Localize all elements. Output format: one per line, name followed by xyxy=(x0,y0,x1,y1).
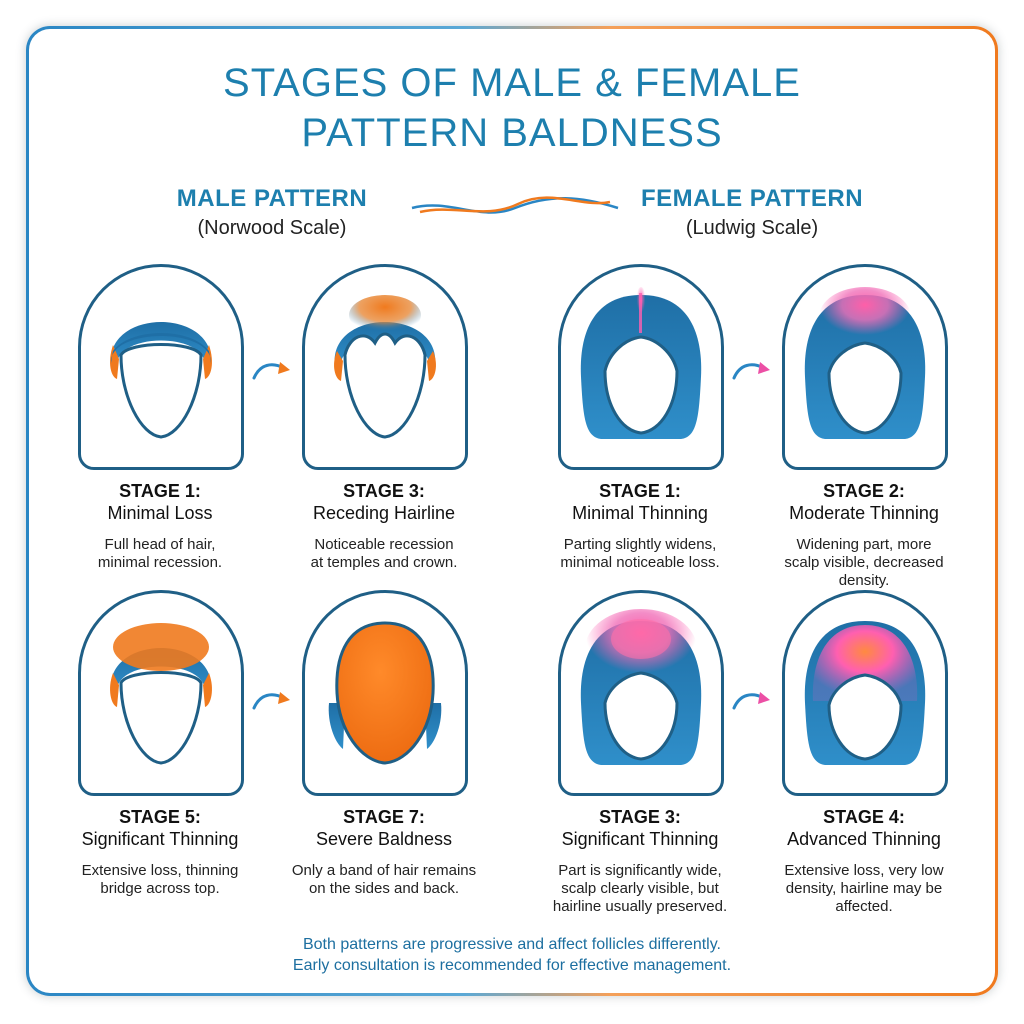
card-female-stage-3 xyxy=(558,590,724,796)
male-scale: (Norwood Scale) xyxy=(197,217,347,239)
card-female-stage-2 xyxy=(782,264,948,470)
title-line-1: STAGES OF MALE & FEMALE xyxy=(223,61,801,105)
stage-description: Full head of hair,minimal recession. xyxy=(97,536,223,571)
female-head-significant-thinning-icon xyxy=(580,609,702,765)
male-head-receding-icon xyxy=(334,295,436,439)
female-head-moderate-thinning-icon xyxy=(804,287,926,439)
stage-number: STAGE 3: xyxy=(343,481,425,501)
caption-male-stage-7: STAGE 7: Severe Baldness Only a band of … xyxy=(274,806,494,898)
stage-name: Minimal Loss xyxy=(107,503,213,523)
card-male-stage-3 xyxy=(302,264,468,470)
stage-number: STAGE 2: xyxy=(823,481,905,501)
arrow-right-icon xyxy=(252,692,290,710)
male-heading: MALE PATTERN xyxy=(176,185,368,212)
female-heading: FEMALE PATTERN xyxy=(640,185,864,212)
stage-name: Severe Baldness xyxy=(315,829,453,849)
female-scale: (Ludwig Scale) xyxy=(685,217,819,239)
female-section-header: FEMALE PATTERN (Ludwig Scale) xyxy=(602,184,902,242)
caption-female-stage-2: STAGE 2: Moderate Thinning Widening part… xyxy=(754,480,974,590)
stage-name: Moderate Thinning xyxy=(789,503,939,523)
card-female-stage-4 xyxy=(782,590,948,796)
caption-male-stage-1: STAGE 1: Minimal Loss Full head of hair,… xyxy=(50,480,270,572)
stage-name: Significant Thinning xyxy=(561,829,719,849)
stage-number: STAGE 4: xyxy=(823,807,905,827)
arrow-right-icon xyxy=(252,362,290,380)
stage-name: Minimal Thinning xyxy=(572,503,708,523)
footer-note: Both patterns are progressive and affect… xyxy=(0,934,1024,976)
female-head-advanced-thinning-icon xyxy=(804,621,926,765)
caption-female-stage-4: STAGE 4: Advanced Thinning Extensive los… xyxy=(754,806,974,916)
stage-number: STAGE 3: xyxy=(599,807,681,827)
arrow-right-icon xyxy=(732,692,770,710)
infographic-frame xyxy=(26,26,998,996)
stage-name: Significant Thinning xyxy=(81,829,239,849)
female-head-minimal-thinning-icon xyxy=(580,287,702,439)
stage-name: Advanced Thinning xyxy=(787,829,941,849)
stage-number: STAGE 1: xyxy=(599,481,681,501)
caption-male-stage-5: STAGE 5: Significant Thinning Extensive … xyxy=(50,806,270,898)
footer-line-2: Early consultation is recommended for ef… xyxy=(292,957,732,974)
male-head-significant-thinning-icon xyxy=(110,623,212,765)
caption-male-stage-3: STAGE 3: Receding Hairline Noticeable re… xyxy=(274,480,494,572)
stage-name: Receding Hairline xyxy=(312,503,456,523)
caption-female-stage-3: STAGE 3: Significant Thinning Part is si… xyxy=(530,806,750,916)
caption-female-stage-1: STAGE 1: Minimal Thinning Parting slight… xyxy=(530,480,750,572)
male-section-header: MALE PATTERN (Norwood Scale) xyxy=(122,184,422,242)
male-head-bald-icon xyxy=(328,621,442,765)
card-male-stage-7 xyxy=(302,590,468,796)
stage-number: STAGE 1: xyxy=(119,481,201,501)
card-male-stage-5 xyxy=(78,590,244,796)
footer-line-1: Both patterns are progressive and affect… xyxy=(302,936,721,953)
wave-divider-icon xyxy=(411,196,619,214)
stage-description: Part is significantly wide,scalp clearly… xyxy=(552,862,728,915)
male-head-full-hair-icon xyxy=(110,322,212,439)
card-male-stage-1 xyxy=(78,264,244,470)
arrow-right-icon xyxy=(732,362,770,380)
title-line-2: PATTERN BALDNESS xyxy=(301,111,723,155)
card-female-stage-1 xyxy=(558,264,724,470)
stage-number: STAGE 5: xyxy=(119,807,201,827)
stage-description: Parting slightly widens,minimal noticeab… xyxy=(560,536,720,571)
page-title: STAGES OF MALE & FEMALE PATTERN BALDNESS xyxy=(0,58,1024,158)
stage-number: STAGE 7: xyxy=(343,807,425,827)
